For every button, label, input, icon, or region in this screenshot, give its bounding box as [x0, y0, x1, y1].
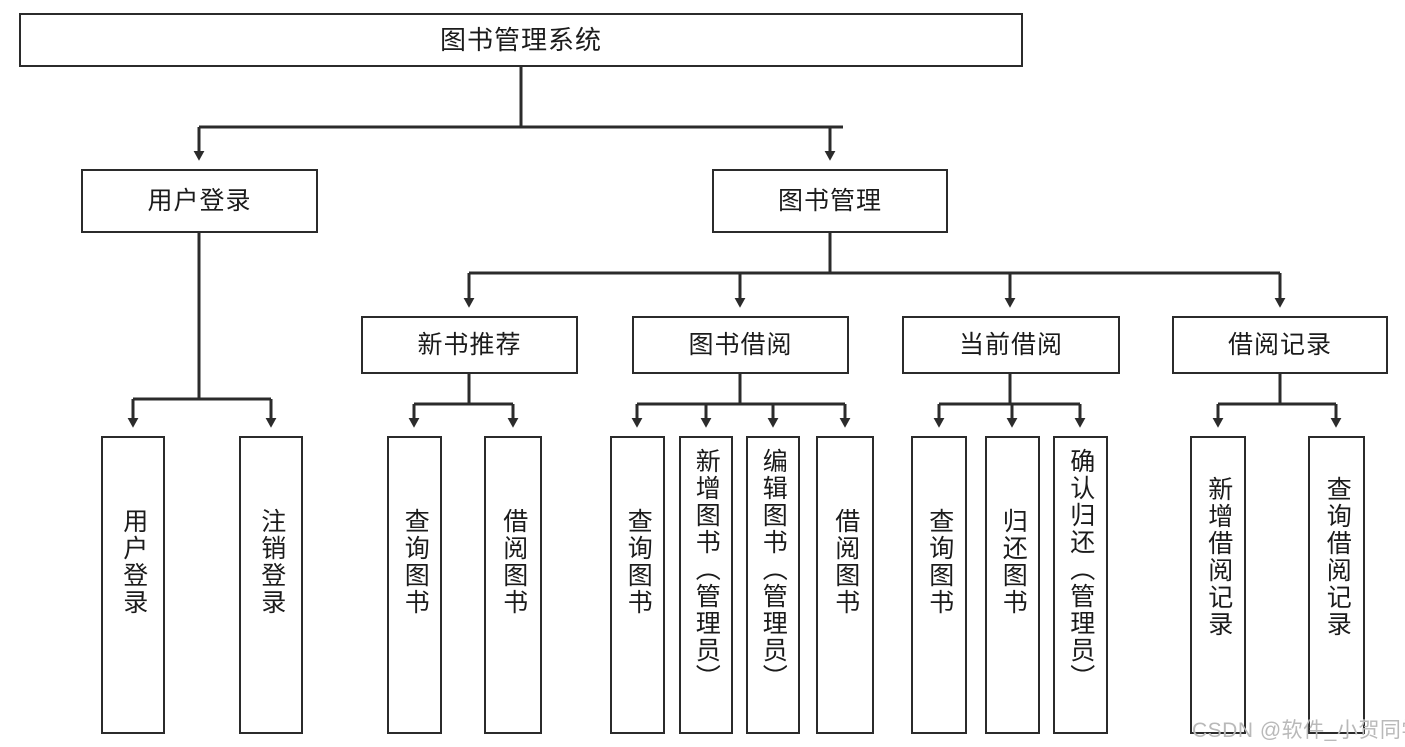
leaf-query-book-cur[interactable]: 查询图书	[911, 436, 967, 734]
node-book-management[interactable]: 图书管理	[712, 169, 948, 233]
leaf-confirm-return-admin-label: 确认归还（管理员）	[1066, 448, 1095, 691]
leaf-borrow-book-rec[interactable]: 借阅图书	[484, 436, 542, 734]
leaf-query-book-borrow[interactable]: 查询图书	[610, 436, 665, 734]
leaf-user-login-label: 用户登录	[119, 508, 148, 616]
leaf-add-borrow-record[interactable]: 新增借阅记录	[1190, 436, 1246, 734]
csdn-watermark: CSDN @软件_小贺同学	[1192, 719, 1405, 742]
leaf-return-book-label: 归还图书	[999, 508, 1028, 616]
node-book-borrow[interactable]: 图书借阅	[632, 316, 849, 374]
leaf-query-book-borrow-label: 查询图书	[624, 508, 653, 616]
leaf-borrow-book-rec-label: 借阅图书	[499, 508, 528, 616]
leaf-add-borrow-record-label: 新增借阅记录	[1204, 476, 1233, 638]
node-new-book-recommend[interactable]: 新书推荐	[361, 316, 578, 374]
node-new-book-recommend-label: 新书推荐	[417, 330, 522, 359]
node-current-borrow[interactable]: 当前借阅	[902, 316, 1120, 374]
node-root[interactable]: 图书管理系统	[19, 13, 1023, 67]
leaf-confirm-return-admin[interactable]: 确认归还（管理员）	[1053, 436, 1108, 734]
leaf-return-book[interactable]: 归还图书	[985, 436, 1040, 734]
leaf-add-book-admin[interactable]: 新增图书（管理员）	[679, 436, 733, 734]
leaf-edit-book-admin[interactable]: 编辑图书（管理员）	[746, 436, 800, 734]
node-user-login[interactable]: 用户登录	[81, 169, 318, 233]
node-book-borrow-label: 图书借阅	[688, 330, 793, 359]
leaf-logout-login[interactable]: 注销登录	[239, 436, 303, 734]
node-user-login-label: 用户登录	[147, 186, 252, 215]
node-book-management-label: 图书管理	[777, 186, 882, 215]
node-current-borrow-label: 当前借阅	[958, 330, 1063, 359]
leaf-query-book-cur-label: 查询图书	[925, 508, 954, 616]
node-borrow-record-label: 借阅记录	[1227, 330, 1332, 359]
leaf-query-borrow-record-label: 查询借阅记录	[1323, 476, 1352, 638]
leaf-logout-login-label: 注销登录	[257, 508, 286, 616]
leaf-add-book-admin-label: 新增图书（管理员）	[692, 448, 721, 691]
leaf-user-login[interactable]: 用户登录	[101, 436, 165, 734]
leaf-query-book-rec[interactable]: 查询图书	[387, 436, 442, 734]
leaf-borrow-book[interactable]: 借阅图书	[816, 436, 874, 734]
leaf-query-book-rec-label: 查询图书	[401, 508, 430, 616]
leaf-query-borrow-record[interactable]: 查询借阅记录	[1308, 436, 1365, 734]
node-root-label: 图书管理系统	[439, 25, 602, 55]
leaf-edit-book-admin-label: 编辑图书（管理员）	[759, 448, 788, 691]
node-borrow-record[interactable]: 借阅记录	[1172, 316, 1388, 374]
leaf-borrow-book-label: 借阅图书	[831, 508, 860, 616]
